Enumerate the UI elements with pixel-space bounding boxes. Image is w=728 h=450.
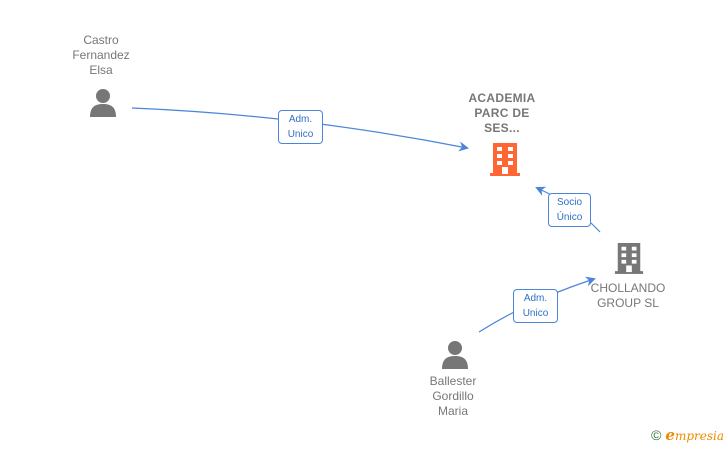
node-label-chollando[interactable]: CHOLLANDO GROUP SL bbox=[590, 281, 666, 310]
node-label-academia[interactable]: ACADEMIA PARC DE SES... bbox=[468, 91, 536, 135]
edge-label-chollando-academia[interactable]: Socio Único bbox=[548, 193, 591, 227]
copyright-icon: © bbox=[651, 427, 662, 443]
edge-label-ballester-chollando[interactable]: Adm. Unico bbox=[513, 289, 558, 323]
person-icon[interactable] bbox=[441, 340, 469, 370]
brand-logo: empresia bbox=[665, 426, 724, 444]
building-icon[interactable] bbox=[614, 241, 644, 275]
node-label-castro[interactable]: Castro Fernandez Elsa bbox=[72, 33, 130, 77]
node-label-ballester[interactable]: Ballester Gordillo Maria bbox=[429, 374, 477, 418]
building-icon-main[interactable] bbox=[489, 142, 521, 176]
footer-brand: ©empresia bbox=[651, 426, 724, 444]
person-icon[interactable] bbox=[89, 88, 117, 118]
edge-label-castro-academia[interactable]: Adm. Unico bbox=[278, 110, 323, 144]
